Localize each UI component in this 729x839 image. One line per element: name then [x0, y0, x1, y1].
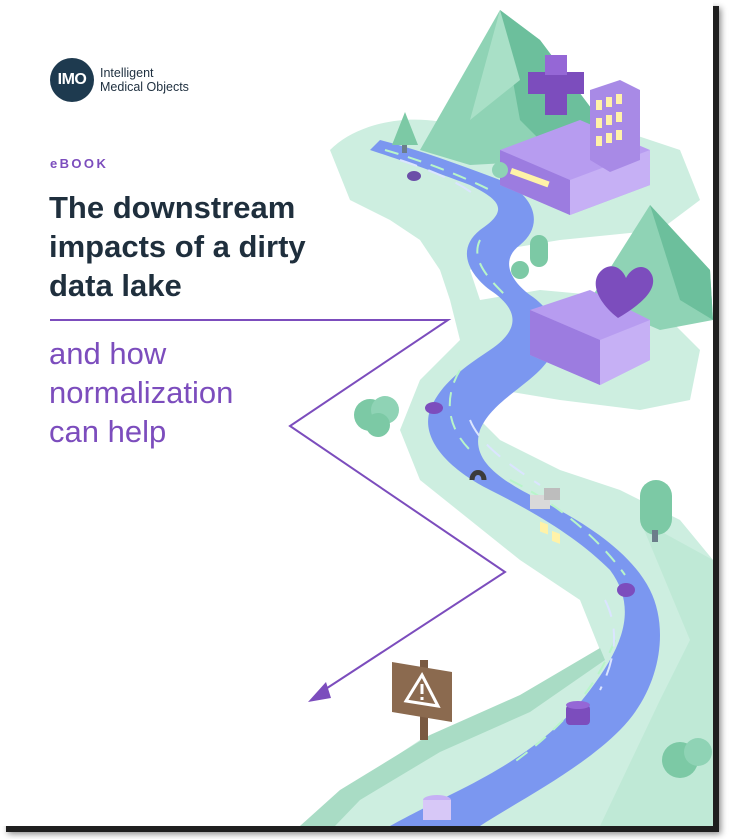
river [370, 140, 660, 826]
subtitle-line3: can help [49, 414, 167, 449]
title-line3: data lake [49, 268, 182, 303]
logo-name-line1: Intelligent [100, 66, 154, 80]
cover-title: The downstream impacts of a dirty data l… [49, 188, 349, 305]
title-line2: impacts of a dirty [49, 229, 306, 264]
subtitle-line2: normalization [49, 375, 234, 410]
subtitle-line1: and how [49, 336, 167, 371]
warning-sign-icon [392, 660, 452, 740]
hospital-building [500, 80, 650, 215]
logo-mark: IMO [50, 58, 94, 102]
hospital-cross-icon [528, 55, 584, 115]
cover-subtitle: and how normalization can help [49, 334, 349, 451]
heart-icon [595, 266, 654, 318]
river-debris [407, 171, 635, 820]
trees [354, 112, 712, 778]
ebook-kicker: eBOOK [50, 156, 109, 171]
title-line1: The downstream [49, 190, 296, 225]
river-illustration [50, 10, 713, 826]
decorative-arrow [50, 319, 507, 702]
logo-name-line2: Medical Objects [100, 80, 189, 94]
imo-logo: IMO Intelligent Medical Objects [50, 58, 189, 102]
logo-wordmark: Intelligent Medical Objects [100, 66, 189, 94]
ebook-cover: IMO Intelligent Medical Objects eBOOK Th… [49, 10, 713, 826]
